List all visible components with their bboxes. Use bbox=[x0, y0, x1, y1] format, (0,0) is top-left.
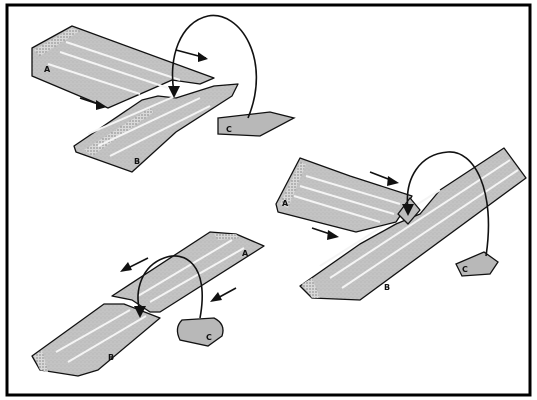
panel-1-piece-a: A bbox=[31, 25, 215, 109]
panel-1: A B C bbox=[31, 14, 296, 173]
panel-2-piece-a: A bbox=[275, 157, 413, 233]
panel-1-piece-b: B bbox=[73, 83, 239, 173]
panel-3-piece-a: A bbox=[111, 231, 265, 313]
panel-1-transfer-arc bbox=[168, 14, 258, 119]
panel-3-label-c: C bbox=[206, 333, 212, 342]
panel-1-arrow-right bbox=[175, 49, 208, 62]
panel-2-arrow-lower bbox=[311, 227, 339, 240]
panel-3-label-a: A bbox=[242, 249, 249, 258]
panel-3-arrow-lower bbox=[210, 287, 237, 302]
panel-1-label-c: C bbox=[226, 125, 232, 134]
panel-2-piece-b: B bbox=[299, 147, 527, 301]
panel-3-label-b: B bbox=[108, 353, 114, 362]
panel-2-label-a: A bbox=[282, 199, 289, 208]
panel-2-label-c: C bbox=[462, 265, 468, 274]
panel-2-piece-c: C bbox=[455, 251, 499, 277]
panel-3-transfer-arc bbox=[134, 255, 203, 319]
panel-2: B A C bbox=[275, 147, 527, 301]
panel-3-piece-c: C bbox=[176, 317, 224, 347]
panel-1-piece-c: C bbox=[217, 111, 296, 137]
panel-1-arrow-left bbox=[79, 97, 107, 110]
panel-1-label-b: B bbox=[134, 157, 140, 166]
panel-2-transfer-arc bbox=[402, 151, 490, 257]
panel-3: A B C bbox=[31, 231, 265, 377]
panel-1-label-a: A bbox=[44, 65, 51, 74]
panel-3-piece-b: B bbox=[31, 303, 161, 377]
panel-3-arrow-upper bbox=[120, 257, 149, 272]
panel-2-label-b: B bbox=[384, 283, 390, 292]
panel-2-arrow-upper bbox=[369, 171, 399, 186]
